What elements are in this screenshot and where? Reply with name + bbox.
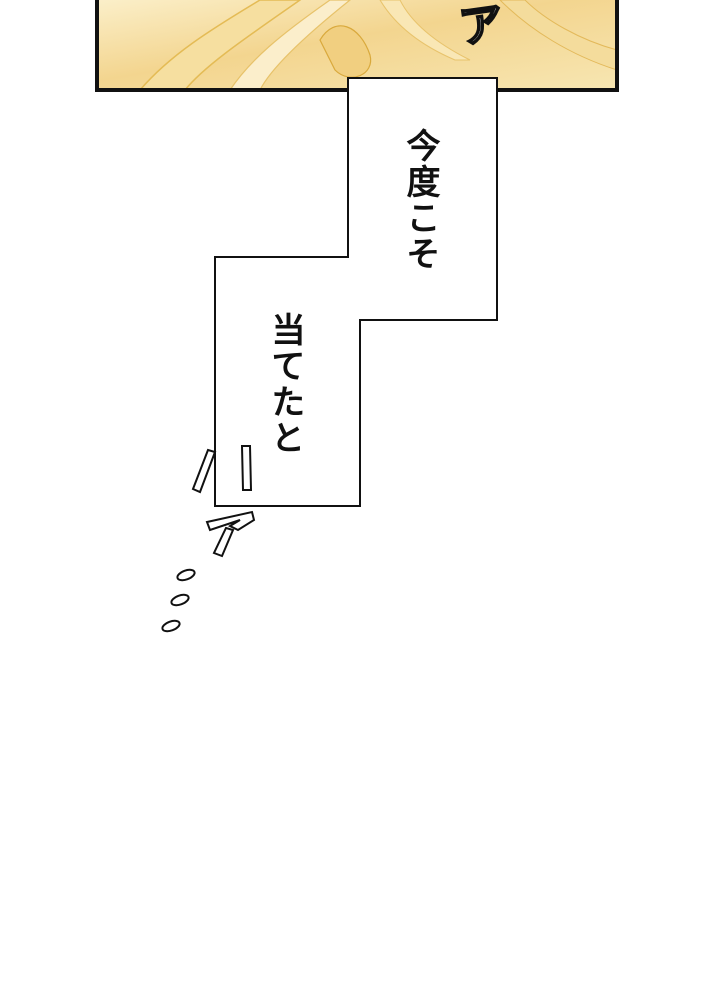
artwork-swirl [379,0,471,61]
sfx-dots [161,568,196,633]
sfx-a-character [205,510,256,558]
panel-sfx-text: ア [456,0,507,54]
comic-panel-top: ア [95,0,619,92]
artwork-swirl [138,0,302,91]
caption-text-line-1: 今度こそ [400,128,440,272]
artwork-swirl [319,25,372,78]
caption-text-line-2: 当てたと [265,312,305,456]
artwork-swirl [228,0,351,91]
sfx-ha-strokes [191,445,253,494]
